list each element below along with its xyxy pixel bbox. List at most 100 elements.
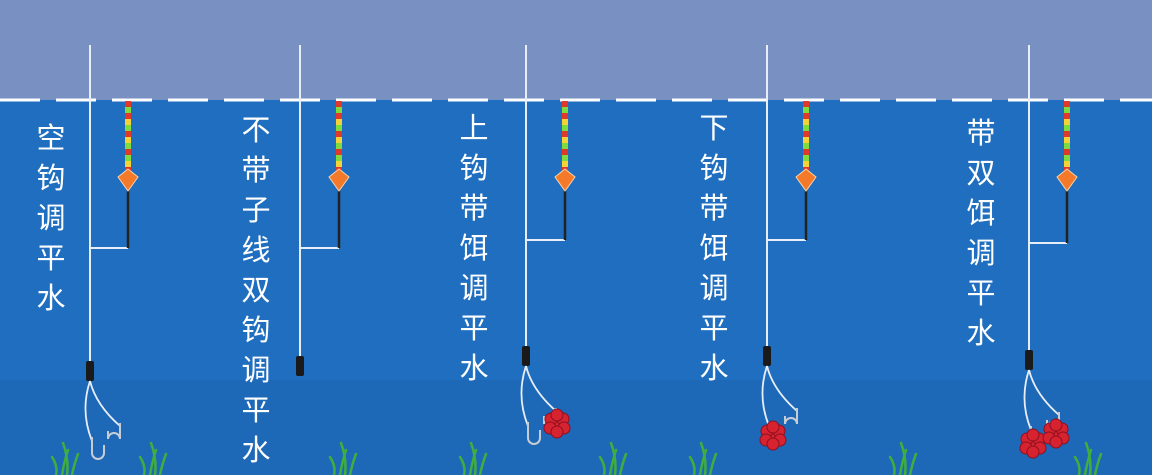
weed-blade: [60, 448, 70, 475]
weed-blade: [898, 448, 908, 475]
float-tip: [125, 101, 131, 173]
bait-pellet: [550, 425, 564, 439]
float-tip-segment: [803, 155, 809, 161]
float-tip-segment: [1064, 143, 1070, 149]
float-tip-segment: [1064, 107, 1070, 113]
sinker-swivel: [1025, 350, 1033, 370]
float-tip-segment: [1064, 131, 1070, 137]
sinker-swivel: [296, 356, 304, 376]
float-tip-segment: [336, 107, 342, 113]
panels-layer: [84, 45, 1078, 460]
weed-blade: [328, 455, 336, 475]
float-tip-segment: [562, 113, 568, 119]
float-tip-segment: [562, 149, 568, 155]
float-tip: [1064, 101, 1070, 173]
float-tip-segment: [1064, 113, 1070, 119]
weed-blade: [699, 441, 707, 475]
float-tip-segment: [1064, 155, 1070, 161]
float-tip-segment: [125, 125, 131, 131]
bait-pellet: [1026, 428, 1040, 442]
float-tip-segment: [803, 143, 809, 149]
float-tip-segment: [562, 107, 568, 113]
float-tip-segment: [803, 149, 809, 155]
float-tip-segment: [336, 143, 342, 149]
water-depth-shade: [0, 380, 1152, 475]
weed-blade: [708, 452, 718, 475]
float-tip-segment: [336, 119, 342, 125]
weed-blade: [458, 455, 466, 475]
air-layer: [0, 0, 1152, 100]
float-tip-segment: [125, 149, 131, 155]
float-tip-segment: [562, 125, 568, 131]
label-lower-hook-bait: 下钩带饵调平水: [699, 111, 729, 385]
float-tip-segment: [562, 137, 568, 143]
float-tip-segment: [125, 155, 131, 161]
bait-pellet: [1049, 435, 1063, 449]
float-tip-segment: [336, 137, 342, 143]
float-tip-segment: [803, 125, 809, 131]
float-body: [795, 168, 817, 192]
weed-blade: [1093, 452, 1103, 475]
float-body: [1056, 168, 1078, 192]
float-tip-segment: [803, 137, 809, 143]
float-tip-segment: [562, 101, 568, 107]
bait-ball-left: [1019, 428, 1047, 459]
bait-ball: [759, 420, 787, 451]
float-tip-segment: [125, 119, 131, 125]
float-tip-segment: [336, 131, 342, 137]
float-tip-segment: [336, 155, 342, 161]
panel-4: [759, 45, 817, 451]
weed-blade: [598, 455, 606, 475]
leader-line-left: [761, 365, 770, 427]
float-tip-segment: [336, 149, 342, 155]
float-tip-segment: [336, 161, 342, 167]
panel-2: [296, 45, 350, 376]
weed-blade: [158, 452, 168, 475]
float-tip-segment: [336, 125, 342, 131]
weed-blade: [338, 448, 348, 475]
leader-line-left: [1023, 369, 1032, 431]
float-tip-segment: [1064, 149, 1070, 155]
bait-pellet: [766, 420, 780, 434]
weed-blade: [348, 452, 358, 475]
float-tip-segment: [125, 113, 131, 119]
weed-blade: [609, 441, 617, 475]
float-tip-segment: [336, 101, 342, 107]
weed-blade: [1083, 448, 1093, 475]
weed-blade: [618, 452, 628, 475]
weed-blade: [1084, 441, 1092, 475]
panel-5: [1019, 45, 1078, 459]
weed-blade: [50, 455, 58, 475]
float-tip-segment: [125, 137, 131, 143]
weed-blade: [138, 455, 146, 475]
float-tip-segment: [803, 107, 809, 113]
float-tip-segment: [125, 131, 131, 137]
float-tip-segment: [803, 113, 809, 119]
float-tip-segment: [336, 113, 342, 119]
float-body: [117, 168, 139, 192]
weed-blade: [148, 448, 158, 475]
leader-line-left: [84, 380, 93, 442]
float-tip-segment: [1064, 137, 1070, 143]
float-tip-segment: [125, 101, 131, 107]
float-tip-segment: [562, 161, 568, 167]
weed-blade: [698, 448, 708, 475]
weed-blade: [70, 452, 80, 475]
weed-blade: [1073, 455, 1081, 475]
label-empty-hook: 空钩调平水: [36, 121, 66, 315]
bait-ball: [543, 408, 571, 439]
float-tip-segment: [1064, 125, 1070, 131]
label-no-leader-double-hook: 不带子线双钩调平水: [241, 113, 271, 467]
sinker-swivel: [522, 346, 530, 366]
float-body: [554, 168, 576, 192]
weed-blade: [688, 455, 696, 475]
float-tip: [336, 101, 342, 173]
weeds-layer: [50, 441, 1103, 475]
panel-3: [520, 45, 576, 445]
float-tip-segment: [562, 143, 568, 149]
weed-blade: [888, 455, 896, 475]
label-double-bait: 带双饵调平水: [966, 116, 996, 350]
float-tip-segment: [562, 119, 568, 125]
float-tip-segment: [125, 107, 131, 113]
sinker-swivel: [763, 346, 771, 366]
